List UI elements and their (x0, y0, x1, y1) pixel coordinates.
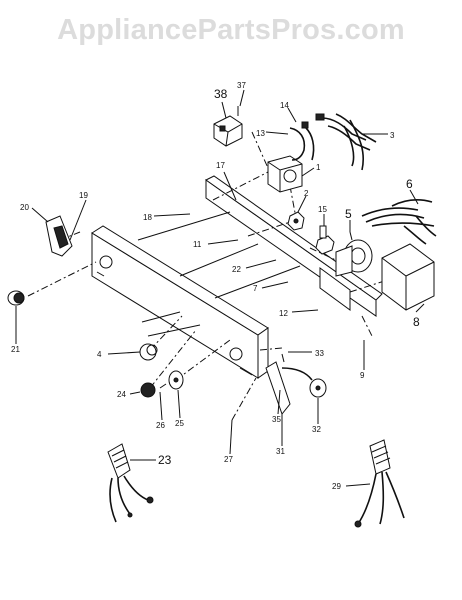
leader-lines (15, 89, 425, 487)
callout-2: 2 (304, 189, 309, 198)
callout-27: 27 (224, 455, 233, 464)
callout-29: 29 (332, 482, 341, 491)
part-29-harness (354, 439, 405, 528)
callout-12: 12 (279, 309, 288, 318)
callout-38: 38 (214, 87, 228, 101)
assembly-lines (27, 131, 401, 421)
callout-21: 21 (11, 345, 20, 354)
part-31-35-assembly (265, 353, 327, 416)
callout-15: 15 (318, 205, 327, 214)
callout-1: 1 (316, 163, 321, 172)
part-4-knob (139, 343, 158, 361)
callout-7: 7 (253, 284, 258, 293)
callout-32: 32 (312, 425, 321, 434)
callout-17: 17 (216, 161, 225, 170)
part-14-13-wire (289, 121, 315, 161)
callout-9: 9 (360, 371, 365, 380)
callout-33: 33 (315, 349, 324, 358)
part-8-box (381, 243, 435, 311)
control-panel (91, 225, 269, 379)
callout-18: 18 (143, 213, 152, 222)
part-24-26-25 (140, 370, 184, 398)
callout-26: 26 (156, 421, 165, 430)
part-5-motor (335, 231, 373, 277)
callout-24: 24 (117, 390, 126, 399)
part-23-harness (107, 443, 154, 523)
callout-31: 31 (276, 447, 285, 456)
part-6-harness (361, 199, 437, 245)
callout-25: 25 (175, 419, 184, 428)
part-20-bracket (45, 215, 73, 257)
callout-4: 4 (97, 350, 102, 359)
callout-35: 35 (272, 415, 281, 424)
part-1-timer (267, 155, 303, 193)
callout-23: 23 (158, 453, 172, 467)
callout-11: 11 (193, 240, 202, 249)
callout-6: 6 (406, 177, 413, 191)
part-15-post (315, 225, 335, 255)
frame-lines (137, 211, 301, 337)
callout-14: 14 (280, 101, 289, 110)
callout-13: 13 (256, 129, 265, 138)
callout-3: 3 (390, 131, 395, 140)
part-21-knob (7, 290, 25, 306)
part-38-switch (213, 106, 243, 147)
callout-37: 37 (237, 81, 246, 90)
part-3-harness (315, 113, 377, 171)
callout-22: 22 (232, 265, 241, 274)
part-2-clip (287, 211, 305, 231)
watermark-text: AppliancePartsPros.com (57, 14, 405, 46)
callout-8: 8 (413, 315, 420, 329)
callout-5: 5 (345, 207, 352, 221)
callout-19: 19 (79, 191, 88, 200)
callout-labels: 38 37 14 13 3 17 1 6 18 19 20 2 15 5 11 … (11, 81, 420, 491)
callout-20: 20 (20, 203, 29, 212)
